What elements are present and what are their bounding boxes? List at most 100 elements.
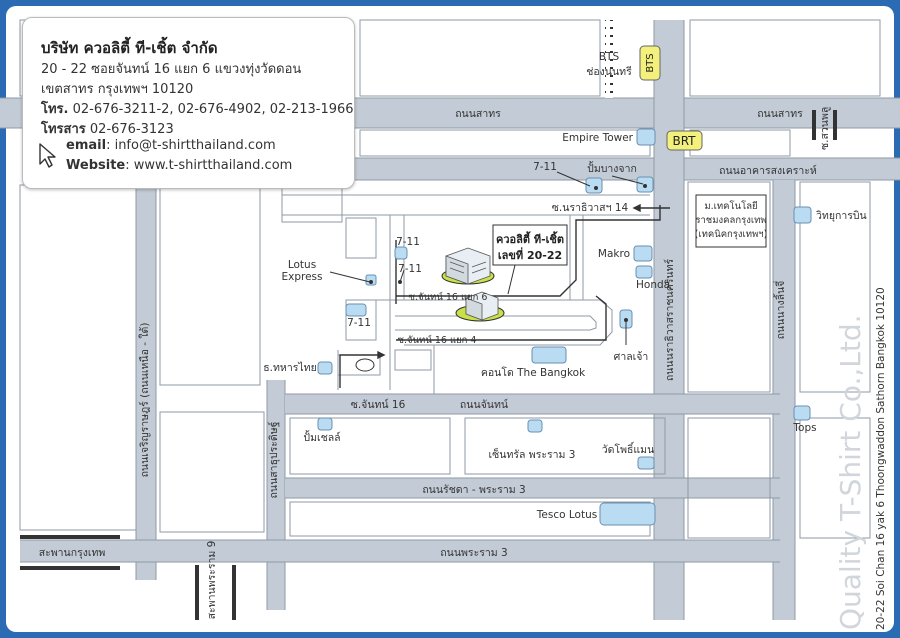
- tops-label: Tops: [792, 422, 816, 434]
- makro-marker: [633, 245, 653, 262]
- website-line: Website: www.t-shirtthailand.com: [66, 158, 293, 173]
- krungthep-bridge-label: สะพานกรุงเทพ: [39, 547, 106, 559]
- aviation-marker: [793, 206, 812, 224]
- soi-chan16-yak4-label: ซ.จันทน์ 16 แยก 4: [398, 334, 477, 346]
- seven-eleven-marker: [585, 177, 603, 194]
- central-label: เซ็นทรัล พระราม 3: [489, 447, 576, 461]
- lotus-express-label-2: Express: [281, 271, 322, 283]
- pointer-icon: [39, 143, 56, 168]
- bts-station-label: BTS: [599, 51, 620, 63]
- road-charoenrat: [136, 185, 156, 580]
- roundabout: [355, 358, 375, 372]
- honda-label: Honda: [636, 279, 670, 291]
- company-marker-label-2: เลขที่ 20-22: [498, 247, 562, 262]
- road-rama3: [20, 540, 780, 562]
- road-narathiwat: [654, 20, 684, 620]
- condo-label: คอนโด The Bangkok: [481, 366, 586, 379]
- website-link[interactable]: www.t-shirtthailand.com: [133, 158, 293, 173]
- empire-tower-marker: [636, 128, 656, 146]
- route-arrows: [339, 203, 670, 388]
- empire-tower-label: Empire Tower: [562, 132, 633, 144]
- brt-badge: [666, 130, 703, 151]
- email-label: email: [66, 138, 107, 153]
- tesco-marker: [599, 502, 656, 526]
- seven-eleven-label-3: 7-11: [398, 263, 422, 275]
- sathupradit-road-label: ถนนสาธุประดิษฐ์: [267, 421, 280, 498]
- lotus-express-label-1: Lotus: [288, 259, 316, 271]
- seven-eleven-marker-3: [345, 303, 367, 317]
- soi-chan16-yak6-label: ซ.จันทน์ 16 แยก 6: [409, 291, 488, 303]
- seven-eleven-label-2: 7-11: [396, 236, 420, 248]
- soi-narathiwat-14-label: ซ.นราธิวาสฯ 14: [552, 202, 629, 214]
- condo-marker: [531, 346, 567, 364]
- aviation-label: วิทยุการบิน: [816, 210, 867, 222]
- road-chan: [285, 394, 780, 414]
- tech-institute-label-3: (เทคนิคกรุงเทพฯ): [695, 229, 768, 240]
- soi-chan16-label: ซ.จันทน์ 16: [351, 398, 406, 411]
- fax-value: 02-676-3123: [89, 122, 174, 137]
- road-insurance: [355, 158, 900, 180]
- tech-institute-box: [695, 194, 767, 248]
- suan-phlu-rail-2: [833, 110, 837, 140]
- road-ratchada: [285, 478, 780, 498]
- tech-institute-label-1: ม.เทคโนโลยี: [704, 200, 757, 212]
- central-marker: [527, 419, 543, 433]
- company-buildings: [441, 247, 505, 322]
- watermark-brand: Quality T-Shirt Co.,Ltd.: [834, 314, 867, 630]
- bts-station-label-2: ช่องนนทรี: [586, 65, 632, 78]
- tesco-label: Tesco Lotus: [536, 509, 597, 521]
- wat-pho-maen-label: วัดโพธิ์แมน: [602, 441, 655, 456]
- shrine-label: ศาลเจ้า: [614, 351, 649, 363]
- watermark-address: 20-22 Soi Chan 16 yak 6 Thoongwaddon Sat…: [875, 287, 887, 630]
- tech-institute-label-2: ราชมงคลกรุงเทพ: [695, 215, 766, 226]
- fax-line: โทรสาร 02-676-3123: [41, 118, 174, 139]
- seven-eleven-label-1: 7-11: [533, 161, 557, 173]
- company-name: บริษัท ควอลิตี้ ที-เชิ้ต จำกัด: [41, 39, 218, 57]
- fax-label: โทรสาร: [41, 122, 86, 137]
- nang-linchi-road-label: ถนนนางลิ้นจี่: [773, 281, 787, 340]
- charoenrat-road-label: ถนนเจริญราษฎร์ (ถนนเหนือ - ใต้): [138, 323, 151, 478]
- address-line-1: 20 - 22 ซอยจันทน์ 16 แยก 6 แขวงทุ่งวัดดอ…: [41, 62, 302, 77]
- bridge-rama9-rail-left: [195, 565, 199, 620]
- company-info-card: บริษัท ควอลิตี้ ที-เชิ้ต จำกัด 20 - 22 ซ…: [22, 17, 355, 189]
- email-link[interactable]: info@t-shirtthailand.com: [114, 138, 276, 153]
- telephone-line: โทร. 02-676-3211-2, 02-676-4902, 02-213-…: [41, 98, 354, 119]
- bts-rail: [605, 20, 613, 98]
- bts-badge-label: BTS: [645, 53, 656, 72]
- ratchada-road-label: ถนนรัชดา - พระราม 3: [422, 484, 525, 496]
- telephone-label: โทร.: [41, 102, 69, 117]
- insurance-road-label: ถนนอาคารสงเคราะห์: [719, 164, 817, 177]
- poi-dots: [359, 184, 647, 367]
- seven-eleven-label-4: 7-11: [347, 317, 371, 329]
- road-nang-linchi: [773, 180, 795, 620]
- sathorn-label-2: ถนนสาทร: [757, 108, 803, 120]
- bridge-krungthep-rail-top: [20, 535, 120, 539]
- address-line-2: เขตสาทร กรุงเทพฯ 10120: [41, 82, 194, 97]
- seven-eleven-marker-2: [394, 246, 408, 260]
- telephone-value: 02-676-3211-2, 02-676-4902, 02-213-1966: [72, 102, 354, 117]
- leader-lines: [329, 171, 644, 345]
- military-bank-marker: [317, 361, 333, 375]
- tops-marker: [793, 405, 811, 421]
- company-marker-label-1: ควอลิตี้ ที-เชิ้ต: [496, 231, 564, 246]
- shell-label: ปั้มเชลล์: [303, 430, 340, 444]
- honda-marker: [635, 265, 653, 279]
- bridge-krungthep-rail-bottom: [20, 566, 120, 570]
- chan-road-label: ถนนจันทน์: [460, 398, 508, 411]
- rama9-bridge-label: สะพานพระราม 9: [206, 541, 218, 620]
- rama3-road-label: ถนนพระราม 3: [440, 547, 507, 559]
- wat-pho-maen-marker: [637, 456, 655, 470]
- bangchak-label: ปั้มบางจาก: [587, 161, 637, 175]
- website-label: Website: [66, 158, 126, 173]
- makro-label: Makro: [598, 248, 630, 260]
- brt-badge-label: BRT: [672, 134, 696, 148]
- suan-phlu-label: ซ.สวนพลู: [819, 107, 831, 150]
- bridge-rama9-rail-right: [232, 565, 236, 620]
- bts-badge: [639, 45, 661, 81]
- road-network: [0, 20, 900, 620]
- company-marker-box: [492, 224, 568, 266]
- shell-marker: [317, 417, 333, 431]
- military-bank-label: ธ.ทหารไทย: [263, 361, 316, 374]
- sathorn-label-1: ถนนสาทร: [455, 108, 501, 120]
